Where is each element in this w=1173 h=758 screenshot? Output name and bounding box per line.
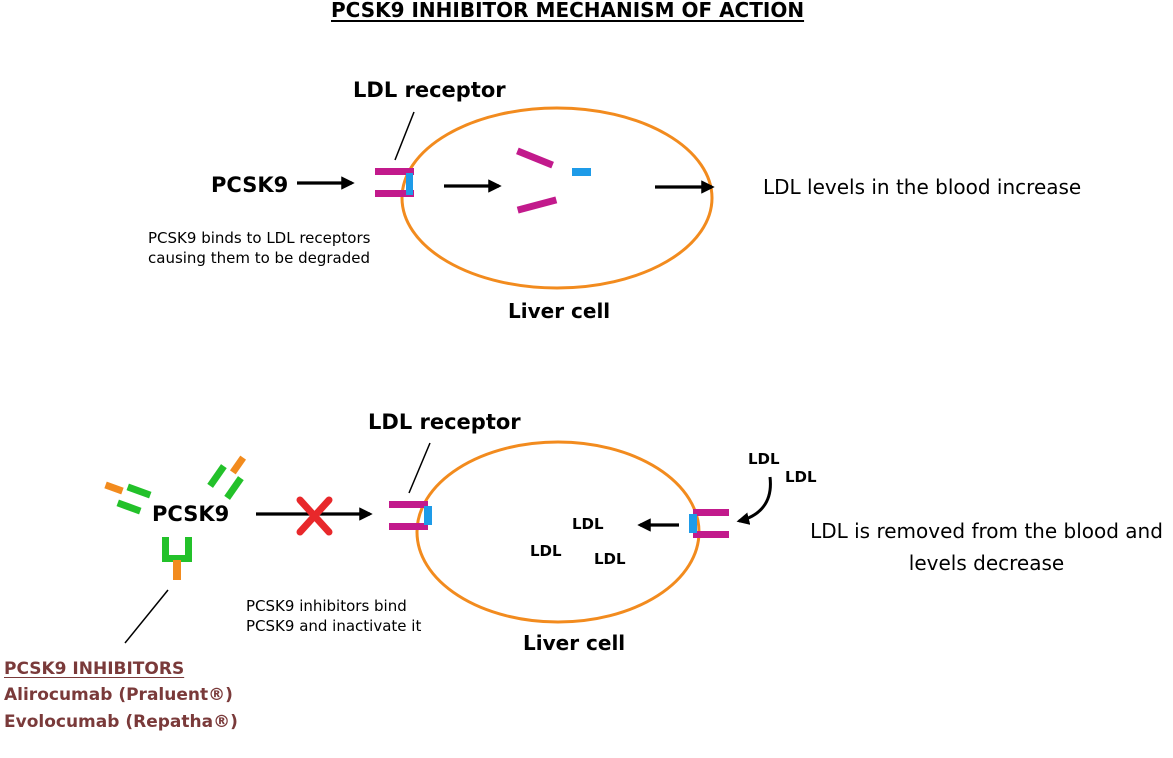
page-title: PCSK9 INHIBITOR MECHANISM OF ACTION <box>331 0 805 22</box>
result-bottom-line-2: levels decrease <box>908 551 1065 575</box>
caption-top-line-1: PCSK9 binds to LDL receptors <box>148 229 371 247</box>
receptor-label-bottom: LDL receptor <box>368 410 521 434</box>
pcsk9-label-bottom: PCSK9 <box>152 502 230 526</box>
inhibitor-antibody-left <box>104 481 152 515</box>
inhibitor-antibody-bottom <box>162 537 192 580</box>
result-top: LDL levels in the blood increase <box>763 175 1082 199</box>
ldl-receptor-bottom-right <box>689 509 729 538</box>
inhibitor-item-alirocumab: Alirocumab (Praluent®) <box>4 685 233 706</box>
caption-bottom: PCSK9 inhibitors bind PCSK9 and inactiva… <box>246 596 466 637</box>
ldl-outside-1: LDL <box>748 450 780 468</box>
liver-cell-top <box>400 106 714 290</box>
ldl-outside-2: LDL <box>785 468 817 486</box>
receptor-label-pointer-bottom <box>408 442 431 494</box>
caption-bottom-line-2: PCSK9 and inactivate it <box>246 617 422 636</box>
result-bottom: LDL is removed from the blood and levels… <box>800 515 1173 579</box>
inhibitor-antibody-right <box>207 455 247 500</box>
receptor-label-pointer-top <box>394 111 415 161</box>
curved-arrow-ldl-to-receptor <box>736 476 772 525</box>
ldl-receptor-bottom-left <box>389 501 432 530</box>
liver-cell-label-bottom: Liver cell <box>523 631 626 655</box>
pcsk9-label-top: PCSK9 <box>211 173 289 197</box>
caption-bottom-line-1: PCSK9 inhibitors bind <box>246 597 407 615</box>
degraded-receptor-fragments <box>516 147 591 214</box>
caption-top: PCSK9 binds to LDL receptors causing the… <box>148 228 408 269</box>
ldl-inside-2: LDL <box>530 542 562 560</box>
inhibitor-item-evolocumab: Evolocumab (Repatha®) <box>4 711 238 732</box>
ldl-receptor-top <box>375 168 414 197</box>
inhibitor-list: PCSK9 INHIBITORS Alirocumab (Praluent®) … <box>4 656 238 735</box>
result-bottom-line-1: LDL is removed from the blood and <box>810 519 1163 543</box>
block-x-icon <box>296 496 333 536</box>
ldl-inside-3: LDL <box>594 550 626 568</box>
caption-top-line-2: causing them to be degraded <box>148 249 370 268</box>
receptor-label-top: LDL receptor <box>353 78 506 102</box>
liver-cell-label-top: Liver cell <box>508 299 611 323</box>
inhibitor-label-pointer <box>124 589 169 644</box>
ldl-inside-1: LDL <box>572 515 604 533</box>
liver-cell-bottom <box>415 440 701 624</box>
inhibitor-list-heading: PCSK9 INHIBITORS <box>4 659 185 679</box>
